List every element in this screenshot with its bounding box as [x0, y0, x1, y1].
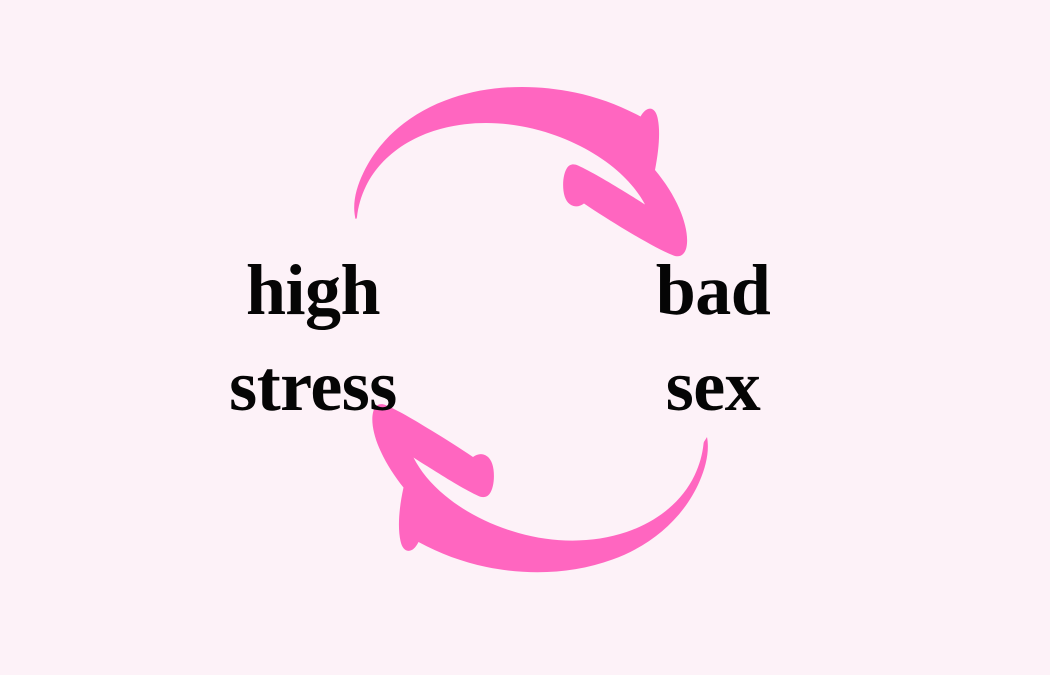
node-bad-sex: bad sex — [528, 243, 898, 435]
node-bad-sex-line2: sex — [665, 345, 761, 426]
node-high-stress-line2: stress — [229, 345, 397, 426]
arrow-bottom — [372, 404, 708, 573]
arrow-top — [354, 86, 688, 257]
node-high-stress-line1: high — [245, 250, 381, 330]
arrow-top-shape — [354, 86, 688, 257]
node-high-stress: high stress — [128, 243, 498, 435]
arrow-bottom-shape — [372, 404, 708, 573]
node-bad-sex-line1: bad — [655, 250, 771, 330]
